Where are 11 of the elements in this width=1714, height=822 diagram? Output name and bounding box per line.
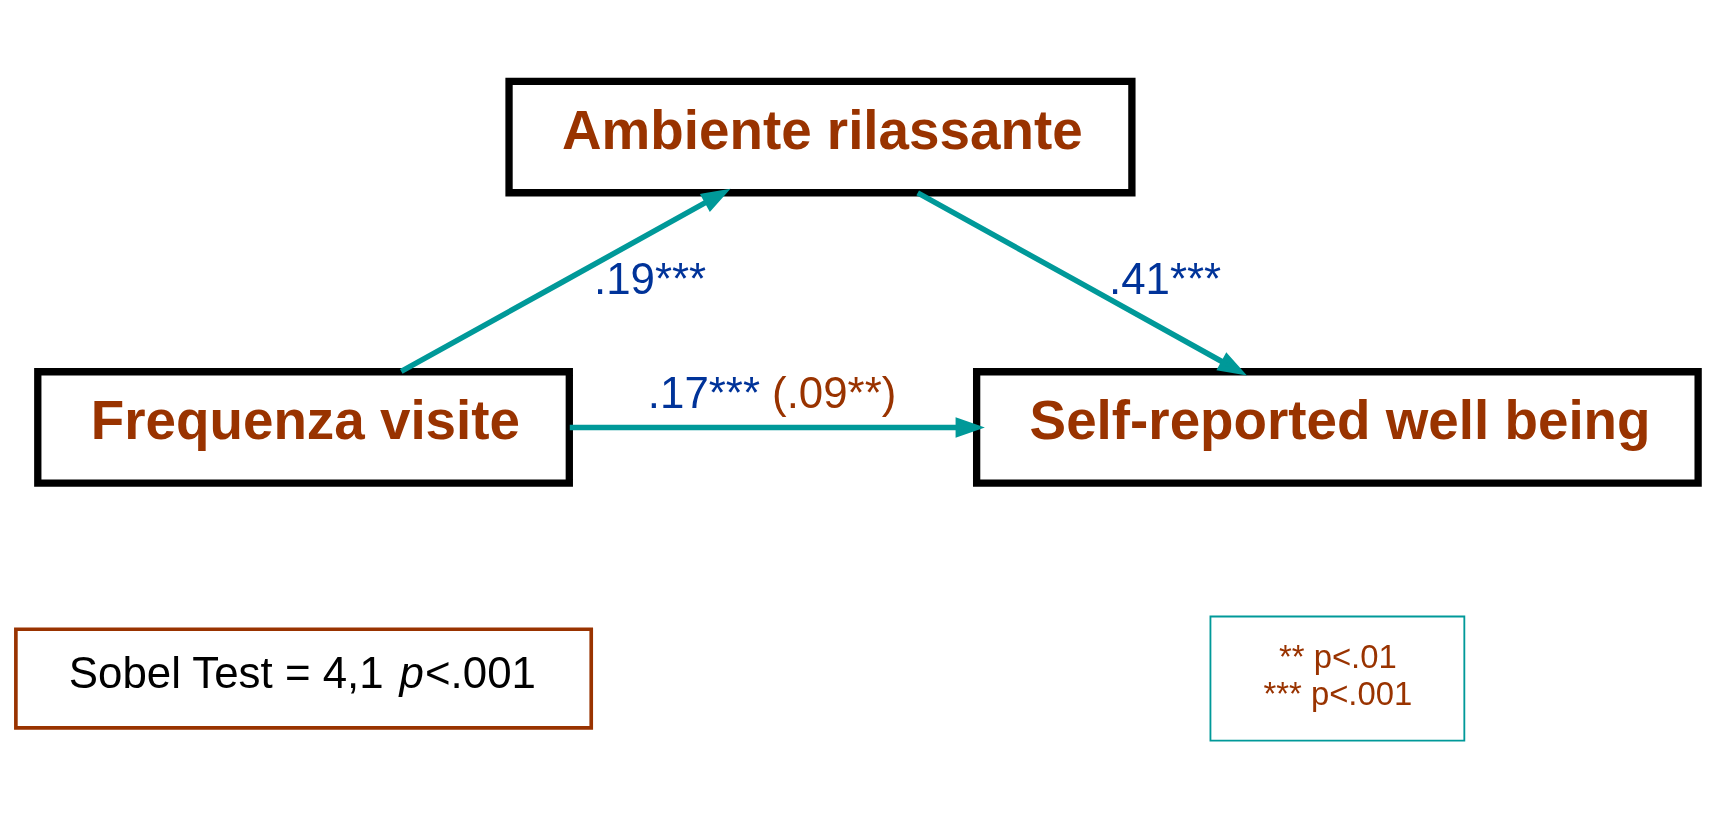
arrow xyxy=(916,190,1247,376)
arrow xyxy=(569,417,985,438)
node-box: ** p<.01 *** p<.001 xyxy=(1209,615,1466,742)
node-box: Frequenza visite xyxy=(34,368,573,487)
node-box: Sobel Test = 4,1 p<.001 xyxy=(14,627,594,730)
node-box: Self-reported well being xyxy=(973,368,1702,487)
node-box: Ambiente rilassante xyxy=(505,77,1136,197)
edge-label: .19*** xyxy=(593,253,707,303)
arrow xyxy=(399,188,731,374)
edge-label: .17*** (.09**) xyxy=(647,367,897,417)
edge-label: .41*** xyxy=(1109,253,1222,303)
